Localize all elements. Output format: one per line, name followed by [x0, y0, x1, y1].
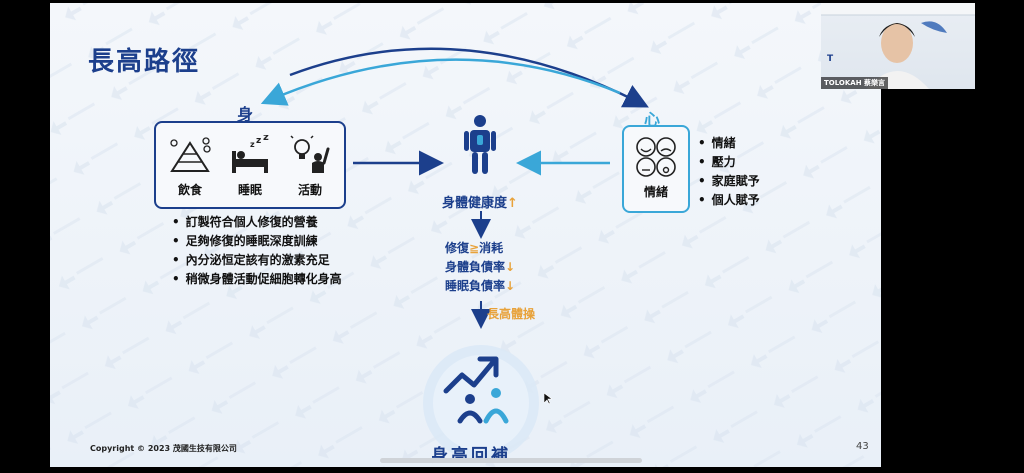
up-arrow-icon: ↑ — [507, 196, 518, 211]
metric-repair: 修復≧消耗 — [445, 239, 515, 258]
down-arrow-icon: ↓ — [505, 279, 516, 293]
svg-text:z: z — [250, 140, 255, 149]
activity-idea-icon — [290, 135, 330, 173]
list-item: 情緒 — [698, 134, 760, 153]
backdrop-letter: T — [827, 54, 834, 64]
list-item: 個人賦予 — [698, 191, 760, 210]
activity-item: 活動 — [282, 135, 338, 198]
presentation-slide: 長高路徑 — [50, 3, 881, 467]
metric-sleep-debt-text: 睡眠負債率 — [445, 279, 506, 293]
body-label: 身 — [237, 105, 254, 124]
sleep-item: z z z 睡眠 — [222, 135, 278, 198]
gte-symbol: ≧ — [469, 241, 480, 255]
health-title-text: 身體健康度 — [442, 196, 508, 211]
svg-text:z: z — [256, 136, 261, 146]
list-item: 足夠修復的睡眠深度訓練 — [172, 232, 342, 251]
down-arrow-icon: ↓ — [505, 260, 516, 274]
activity-label: 活動 — [297, 183, 322, 197]
emotion-item: 情緒 — [624, 135, 688, 200]
flow-arrows — [260, 47, 649, 461]
emotions-faces-icon — [636, 137, 676, 177]
list-item: 壓力 — [698, 153, 760, 172]
metric-body-debt: 身體負債率↓ — [445, 258, 515, 277]
mind-label: 心 — [644, 110, 661, 129]
list-item: 稍微身體活動促細胞轉化身高 — [172, 270, 342, 289]
mind-factors-box: 情緒 — [622, 125, 690, 213]
list-item: 家庭賦予 — [698, 172, 760, 191]
diet-item: 飲食 — [162, 135, 218, 198]
metric-consume-text: 消耗 — [479, 241, 504, 255]
sleep-bed-icon: z z z — [232, 135, 269, 173]
sleep-label: 睡眠 — [237, 183, 262, 197]
growth-people-icon — [443, 356, 509, 424]
health-metrics: 修復≧消耗 身體負債率↓ 睡眠負債率↓ — [445, 239, 515, 296]
page-number: 43 — [856, 441, 869, 452]
diet-label: 飲食 — [177, 183, 202, 197]
body-points-list: 訂製符合個人修復的營養 足夠修復的睡眠深度訓練 內分泌恒定該有的激素充足 稍微身… — [172, 213, 342, 289]
metric-body-debt-text: 身體負債率 — [445, 260, 506, 274]
participant-name: TOLOKAH 蔡樂言 — [821, 77, 889, 89]
svg-text:z: z — [263, 135, 269, 143]
copyright-text: Copyright © 2023 茂國生技有限公司 — [90, 444, 237, 453]
list-item: 訂製符合個人修復的營養 — [172, 213, 342, 232]
presenter-video[interactable]: T TOLOKAH 蔡樂言 — [821, 3, 975, 89]
bottom-scrollbar[interactable] — [380, 458, 642, 463]
list-item: 內分泌恒定該有的激素充足 — [172, 251, 342, 270]
metric-sleep-debt: 睡眠負債率↓ — [445, 277, 515, 296]
mind-points-list: 情緒 壓力 家庭賦予 個人賦予 — [698, 134, 760, 210]
slide-title: 長高路徑 — [88, 47, 201, 77]
mouse-cursor-icon — [544, 393, 552, 405]
presenter-avatar: T — [821, 3, 975, 89]
growth-exercise-label: 長高體操 — [487, 307, 536, 321]
metric-repair-text: 修復 — [445, 241, 470, 255]
health-title: 身體健康度↑ — [442, 192, 518, 211]
emotion-label: 情緒 — [643, 185, 668, 199]
food-pyramid-icon — [170, 137, 211, 172]
body-factors-box: 飲食 z z z 睡眠 活動 — [154, 121, 346, 209]
human-figure-icon — [464, 115, 496, 174]
arc-mind-to-body — [260, 58, 621, 106]
